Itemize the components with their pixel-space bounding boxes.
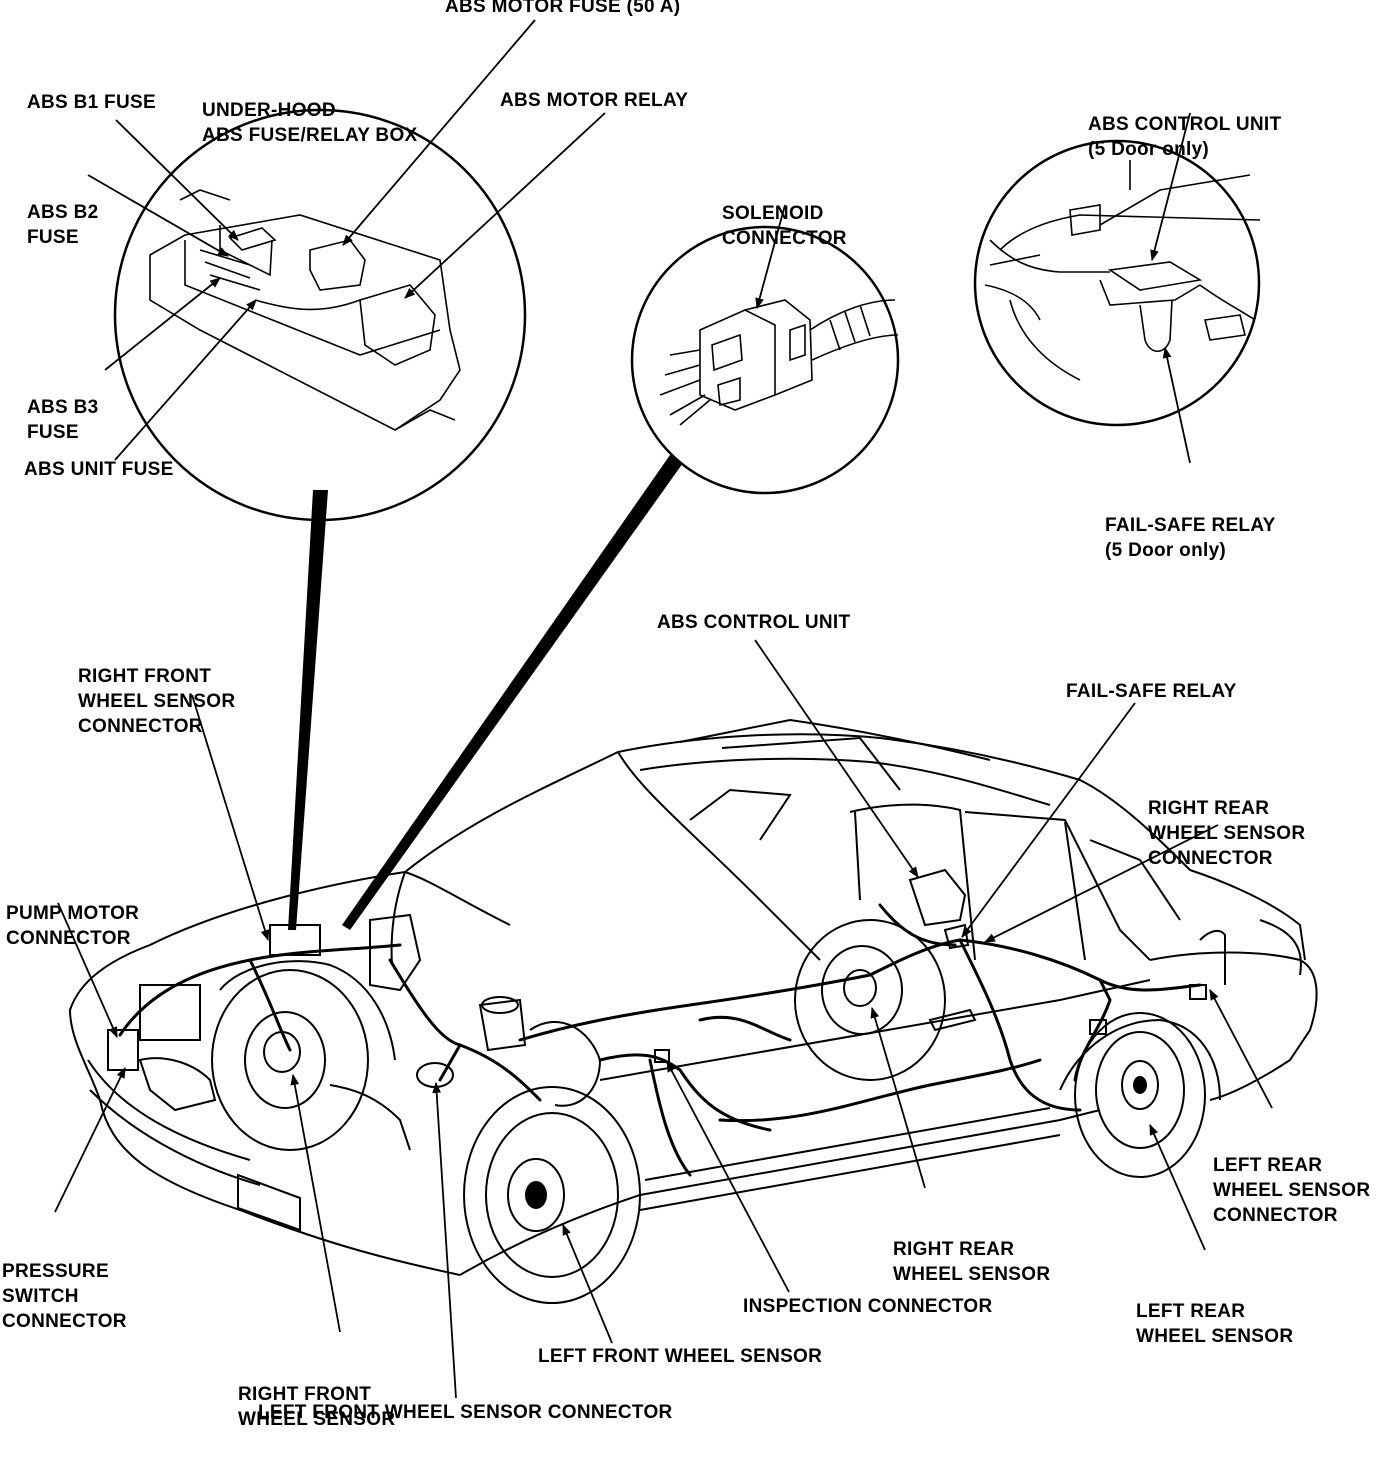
- label-left-front-wheel-sensor: LEFT FRONT WHEEL SENSOR: [538, 1346, 823, 1367]
- right-rear-wheel: [794, 919, 946, 1081]
- leader-lines: [54, 19, 1273, 1399]
- abs-control-unit-inset: [973, 139, 1261, 427]
- label-fail-safe-relay: FAIL-SAFE RELAY: [1066, 681, 1237, 702]
- label-abs-control-unit-inset: ABS CONTROL UNIT(5 Door only): [1088, 114, 1282, 160]
- label-abs-b1-fuse: ABS B1 FUSE: [27, 92, 156, 113]
- label-abs-motor-fuse: ABS MOTOR FUSE (50 A): [445, 0, 681, 17]
- engine-bay-components: [107, 868, 1207, 1112]
- label-abs-motor-relay: ABS MOTOR RELAY: [500, 90, 689, 111]
- wiring-harness: [118, 903, 1202, 1177]
- left-front-wheel: [463, 1086, 641, 1304]
- label-inspection-connector: INSPECTION CONNECTOR: [743, 1296, 993, 1317]
- label-abs-unit-fuse: ABS UNIT FUSE: [24, 459, 174, 480]
- label-abs-control-unit: ABS CONTROL UNIT: [657, 612, 851, 633]
- label-fail-safe-relay-inset: FAIL-SAFE RELAY(5 Door only): [1105, 515, 1276, 561]
- diagram-artwork: [54, 19, 1318, 1399]
- left-rear-wheel: [1074, 1012, 1206, 1178]
- inset-callout-beams: [288, 455, 683, 930]
- label-left-front-wheel-sensor-connector: LEFT FRONT WHEEL SENSOR CONNECTOR: [258, 1402, 673, 1423]
- car-body-outline: [68, 718, 1318, 1276]
- solenoid-connector-inset: [630, 225, 900, 495]
- right-front-wheel: [211, 969, 369, 1151]
